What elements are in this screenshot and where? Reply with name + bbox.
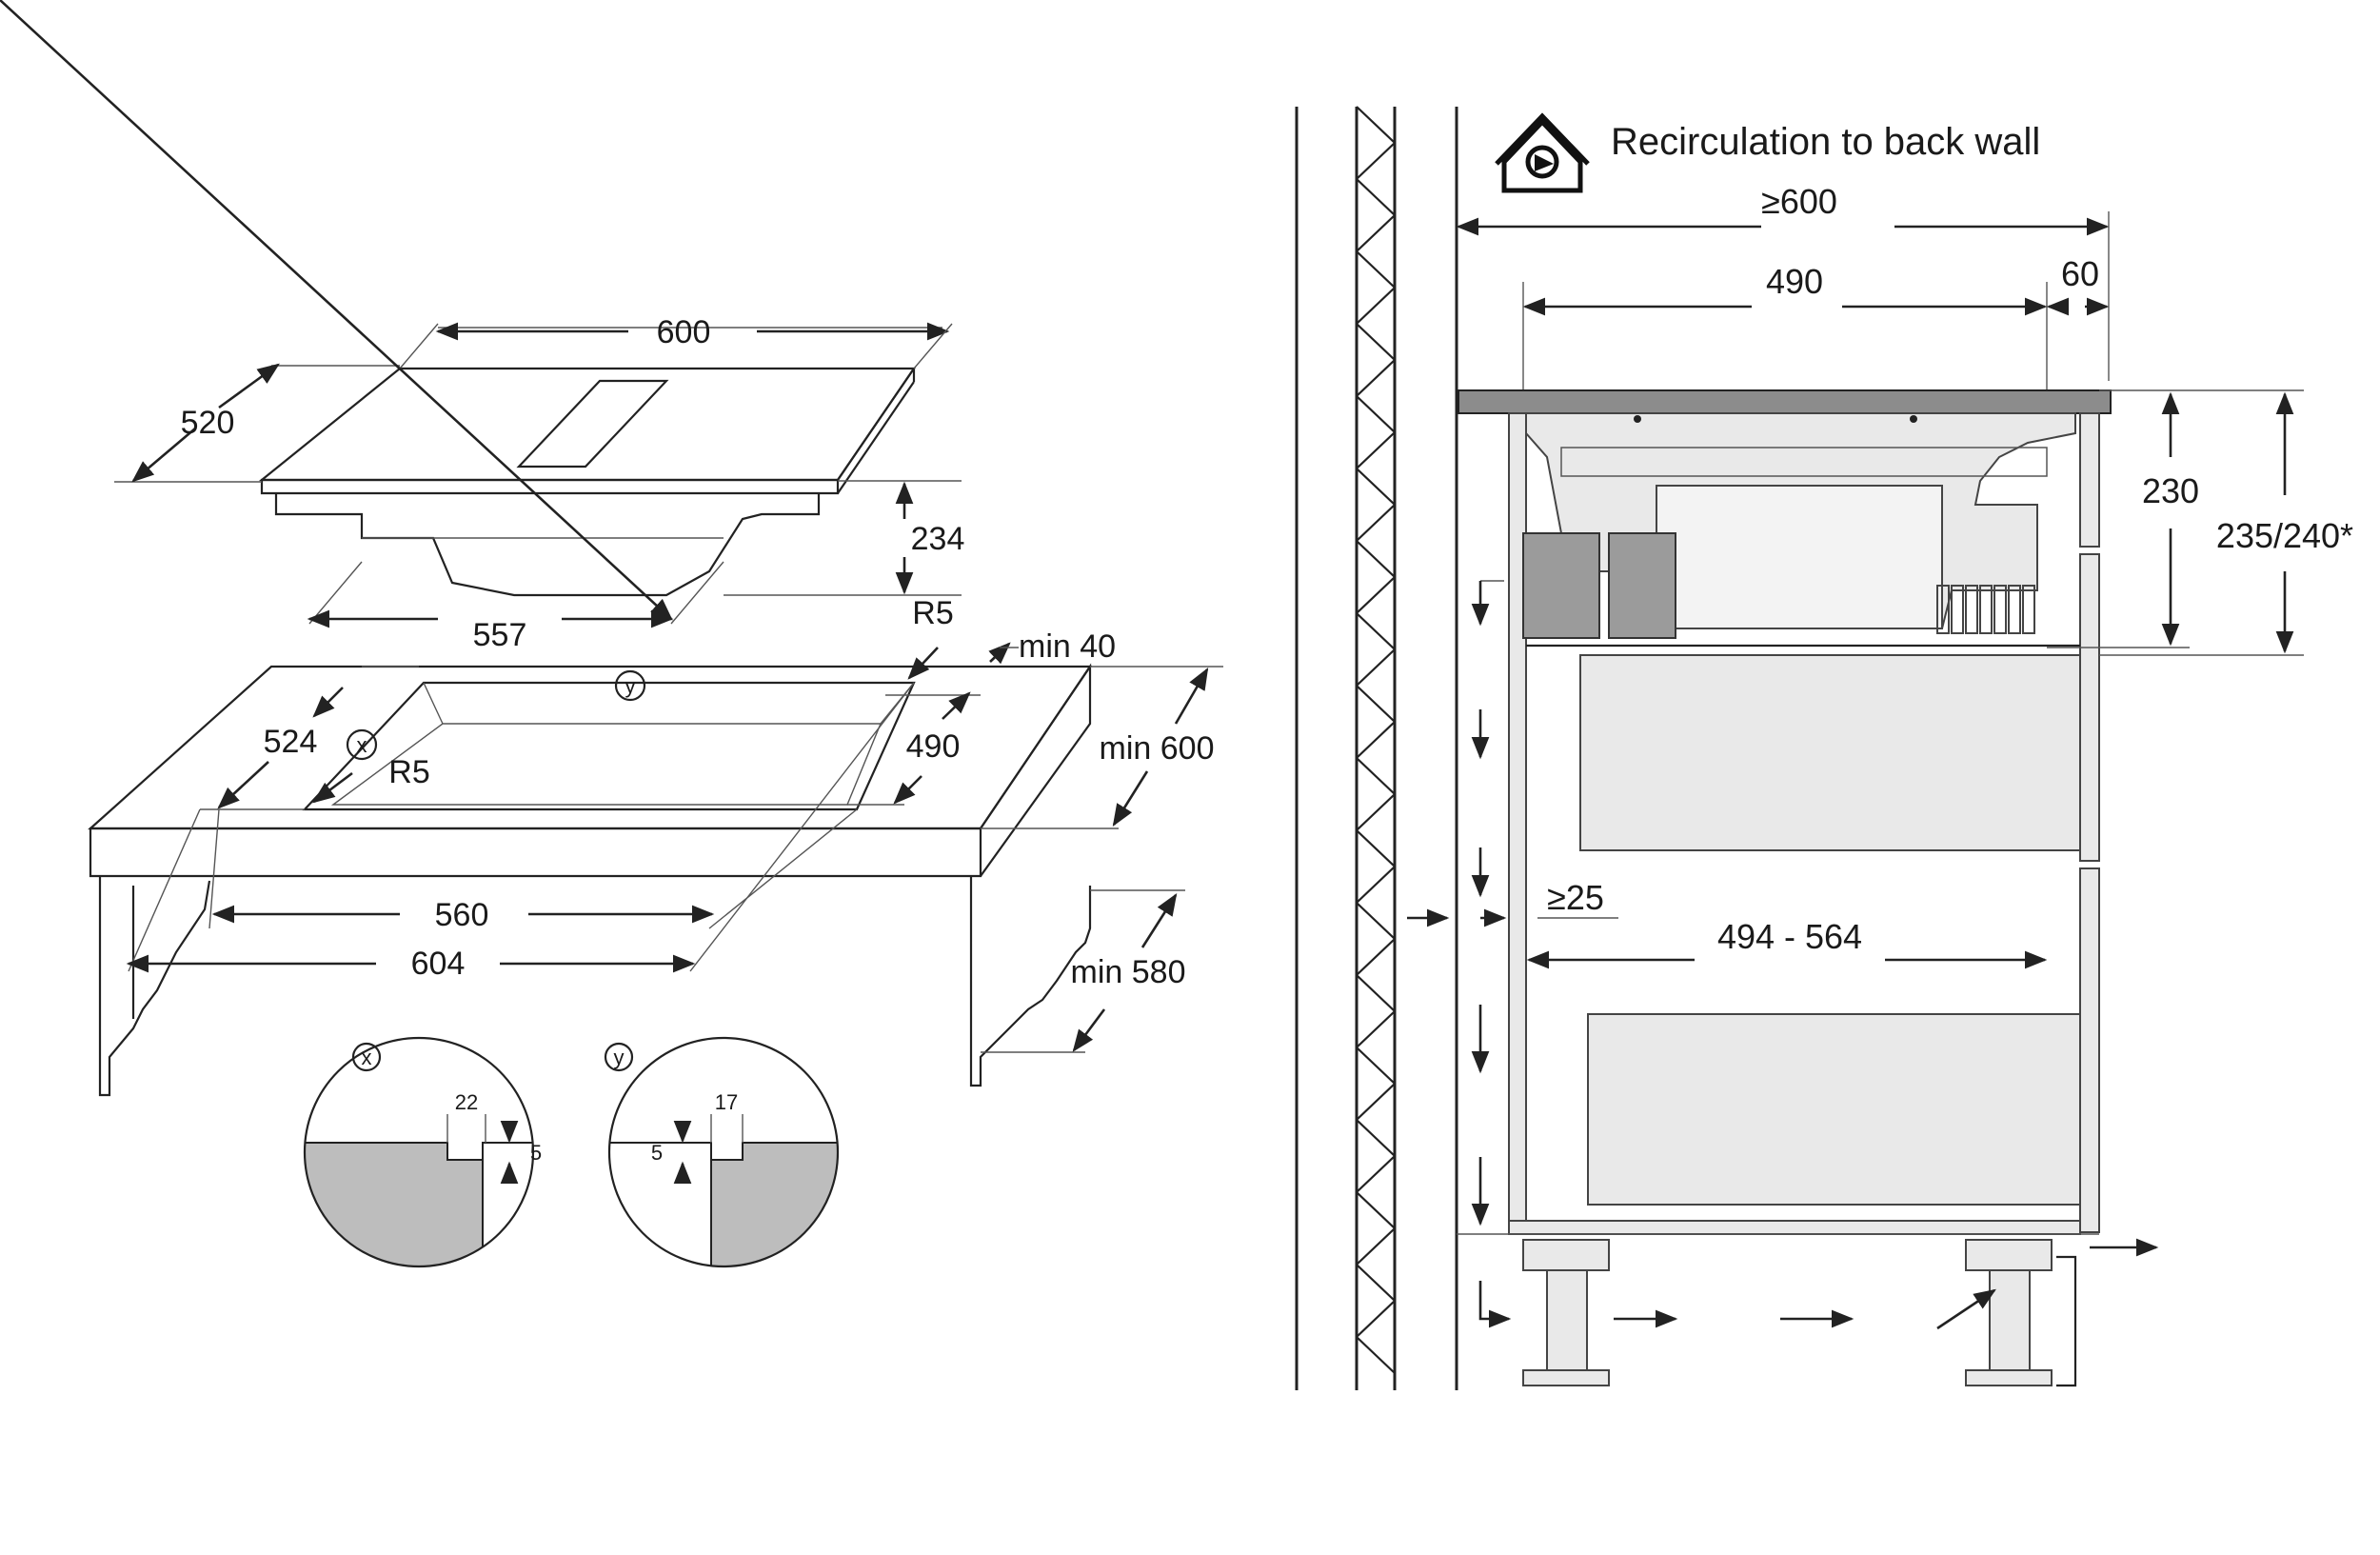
hob-bottom-width-dim: 557 <box>0 0 724 653</box>
worktop-dims: R5 min 40 524 x y R5 490 mi <box>126 595 1223 1053</box>
worktop-depth-label: min 600 <box>1100 730 1215 767</box>
bottom-dims: ≥25 494 - 564 <box>1480 878 2048 969</box>
back-gap-label: ≥25 <box>1547 878 1604 917</box>
detail-x-width-label: 22 <box>455 1090 478 1114</box>
recirculation-header: Recirculation to back wall <box>1495 112 2040 193</box>
hob-height-dim: 234 <box>724 480 965 596</box>
cabinet <box>1457 389 2112 1387</box>
cutout-inner-depth-label: 490 <box>906 728 961 765</box>
unit-height-alt-label: 235/240* <box>2216 516 2353 555</box>
top-dims: ≥600 490 60 <box>1456 182 2110 390</box>
detail-x-marker-label: x <box>357 733 367 757</box>
cabinet-depth-label: min 580 <box>1071 954 1186 990</box>
left-drawing-hob-cutout: 600 520 234 557 <box>0 0 1223 1268</box>
detail-y-marker <box>614 669 646 702</box>
hob-depth-dim: 520 <box>114 363 400 483</box>
airflow-arrows <box>1471 580 2159 1330</box>
hob-width-label: 600 <box>657 314 711 350</box>
height-dims: 230 235/240* <box>2047 389 2353 656</box>
detail-x-marker <box>346 728 378 761</box>
inner-range-label: 494 - 564 <box>1717 917 1862 956</box>
detail-x-title: x <box>362 1046 372 1069</box>
cutout-depth-label: 524 <box>264 724 318 760</box>
unit-depth-label: 490 <box>1766 262 1823 301</box>
recirculation-house-icon <box>1495 112 1590 193</box>
detail-y-depth-label: 5 <box>651 1141 663 1165</box>
right-drawing-section: Recirculation to back wall ≥600 490 60 <box>1295 106 2353 1390</box>
detail-y-width-label: 17 <box>715 1090 738 1114</box>
cutout-width-label: 560 <box>435 897 489 933</box>
page-title: Recirculation to back wall <box>1611 121 2040 163</box>
back-wall <box>1295 106 1458 1390</box>
front-gap-label: 60 <box>2061 254 2099 293</box>
detail-x-depth-label: 5 <box>530 1141 542 1165</box>
radius-back-label: R5 <box>912 595 953 631</box>
hob-unit <box>258 367 917 597</box>
unit-height-label: 230 <box>2142 471 2199 510</box>
total-depth-label: ≥600 <box>1761 182 1837 221</box>
detail-y: y 17 5 <box>604 1036 840 1268</box>
hob-bottom-width-label: 557 <box>473 617 527 653</box>
hob-depth-label: 520 <box>181 405 235 441</box>
hob-width-dim: 600 <box>399 314 953 369</box>
cutout-outer-width-label: 604 <box>411 946 466 982</box>
detail-y-title: y <box>614 1046 625 1069</box>
radius-front-label: R5 <box>388 754 429 790</box>
hob-appliance <box>1522 412 2076 639</box>
min-back-distance-label: min 40 <box>1019 628 1116 665</box>
detail-x: x 22 5 <box>303 1036 542 1268</box>
detail-y-marker-label: y <box>625 674 636 698</box>
hob-height-label: 234 <box>911 521 965 557</box>
